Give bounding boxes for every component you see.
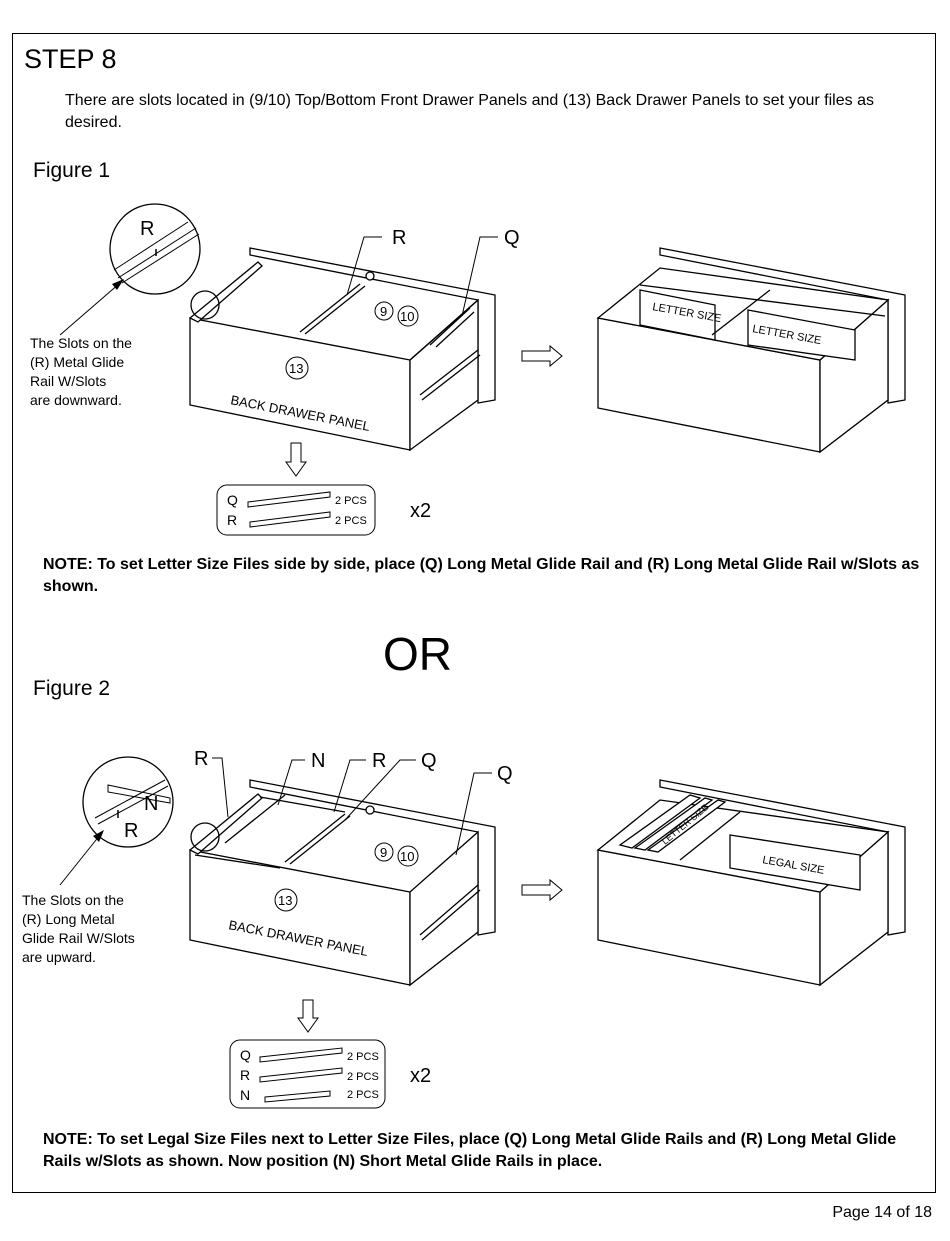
label-n: N (311, 750, 325, 772)
label-q1: Q (421, 750, 437, 772)
inset-label-n: N (144, 793, 158, 815)
figure-2-drawer (188, 779, 496, 987)
part-qty-q: 2 PCS (335, 495, 367, 507)
figure-2-slot-note: The Slots on the (R) Long Metal Glide Ra… (22, 892, 135, 965)
page-frame (12, 33, 936, 1193)
inset-label-r2: R (124, 820, 138, 842)
figure-2-label: Figure 2 (33, 677, 111, 700)
figure-2-inset: N R (59, 756, 174, 886)
part-letter-n: N (240, 1087, 250, 1103)
or-text: OR (383, 628, 452, 680)
front-panel-num-b: 10 (400, 309, 414, 324)
multiplier-2: x2 (410, 1065, 431, 1087)
inset-label-r: R (140, 218, 154, 240)
figure-2-drawer-filled (596, 779, 906, 987)
label-q: Q (504, 227, 520, 249)
figure-1-label: Figure 1 (33, 159, 111, 182)
figure-2-note: NOTE: To set Legal Size Files next to Le… (43, 1131, 897, 1170)
arrow-down-icon-2 (297, 999, 319, 1033)
label-r: R (392, 227, 406, 249)
intro-text: There are slots located in (9/10) Top/Bo… (65, 92, 874, 131)
back-panel-num: 13 (289, 361, 303, 376)
parts-box (216, 484, 376, 536)
figure-1-illustration: R R Q 9 10 13 BACK DRAWER PANEL (59, 203, 906, 536)
label-r2: R (372, 750, 386, 772)
figure-2-illustration: N R R N R Q Q 9 10 13 BACK DRAWER PANEL (59, 748, 906, 1109)
front-panel-num-2: 9 (380, 845, 387, 860)
part-qty-n: 2 PCS (347, 1089, 379, 1101)
front-panel-num: 9 (380, 304, 387, 319)
label-r1: R (194, 748, 208, 770)
step-title: STEP 8 (24, 44, 117, 74)
part-letter-q2: Q (240, 1047, 251, 1063)
front-panel-num-2b: 10 (400, 849, 414, 864)
figure-1-note: NOTE: To set Letter Size Files side by s… (43, 556, 920, 595)
part-letter-q: Q (227, 492, 238, 508)
part-letter-r: R (227, 512, 237, 528)
arrow-right-icon-2 (521, 878, 563, 902)
part-qty-r: 2 PCS (335, 515, 367, 527)
figure-1-drawer-filled (596, 247, 906, 454)
label-q2: Q (497, 763, 513, 785)
page-number: Page 14 of 18 (832, 1204, 932, 1221)
multiplier: x2 (410, 500, 431, 522)
figure-1-drawer (188, 247, 496, 452)
part-qty-q2: 2 PCS (347, 1051, 379, 1063)
part-qty-r2: 2 PCS (347, 1071, 379, 1083)
figure-1-slot-note: The Slots on the (R) Metal Glide Rail W/… (30, 335, 132, 408)
back-panel-num-2: 13 (278, 893, 292, 908)
figure-1-inset: R (59, 203, 201, 336)
part-letter-r2: R (240, 1067, 250, 1083)
arrow-down-icon (285, 442, 307, 477)
arrow-right-icon (521, 344, 563, 368)
